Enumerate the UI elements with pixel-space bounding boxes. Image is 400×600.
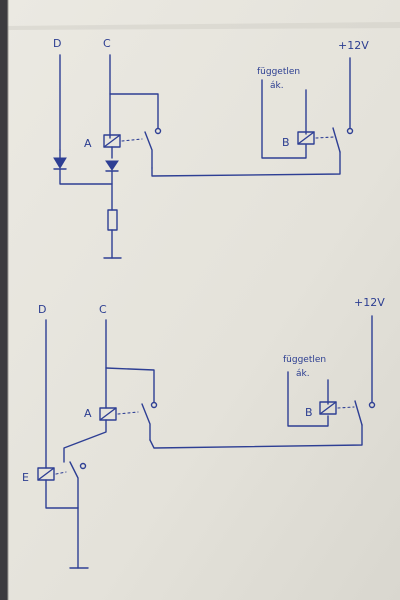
- bottom-wire-e-low: [45, 479, 79, 509]
- top-note-line2: ák.: [270, 81, 284, 91]
- top-supply-label: +12V: [338, 39, 369, 52]
- top-terminal-c-label: C: [103, 37, 111, 50]
- bottom-relay-b-link: [337, 406, 355, 409]
- bottom-relay-b-coil: [319, 401, 337, 415]
- bottom-wire-c-branch: [105, 367, 155, 403]
- bottom-note-line2: ák.: [296, 369, 310, 379]
- top-relay-b-link: [315, 136, 335, 139]
- bottom-terminal-d-label: D: [38, 303, 46, 316]
- top-relay-a-switch: [144, 131, 153, 169]
- bottom-relay-a-link: [117, 411, 139, 415]
- top-wire-switch-link: [151, 151, 341, 177]
- bottom-relay-e-switch: [69, 461, 79, 509]
- bottom-relay-b-loop-left: [287, 371, 329, 427]
- bottom-contact-a-terminal: [150, 401, 158, 409]
- top-resistor: [107, 209, 118, 231]
- top-relay-a-link: [121, 138, 143, 142]
- bottom-relay-e-label: E: [22, 471, 29, 484]
- top-diode-d: [53, 157, 67, 170]
- top-terminal-d-label: D: [53, 37, 61, 50]
- bottom-wire-a-to-e: [63, 419, 107, 463]
- top-circuit: D C +12V A B független ák.: [53, 37, 369, 259]
- bottom-relay-a-coil: [99, 407, 117, 421]
- bottom-relay-b-label: B: [305, 406, 313, 419]
- bottom-supply-label: +12V: [354, 296, 385, 309]
- top-relay-b-label: B: [282, 136, 290, 149]
- bottom-note-line1: független: [283, 355, 326, 365]
- top-note-line1: független: [257, 67, 300, 77]
- bottom-contact-b-terminal: [368, 401, 376, 409]
- top-relay-a-label: A: [84, 137, 92, 150]
- bottom-contact-e-terminal: [79, 462, 87, 470]
- bottom-relay-a-switch: [141, 403, 151, 441]
- bottom-relay-b-switch: [354, 400, 363, 426]
- bottom-terminal-c-label: C: [99, 303, 107, 316]
- top-wire-d-join: [59, 149, 113, 185]
- bottom-circuit: D C +12V A B E független ák.: [22, 296, 385, 569]
- top-relay-b-loop-left: [261, 79, 307, 159]
- top-diode-c: [105, 160, 119, 172]
- bottom-relay-a-label: A: [84, 407, 92, 420]
- top-contact-a-terminal: [154, 127, 162, 135]
- bottom-wire-switch-link: [149, 424, 363, 449]
- bottom-relay-e-link: [55, 471, 67, 475]
- top-wire-c-branch: [109, 93, 159, 129]
- top-relay-b-switch: [332, 127, 341, 153]
- top-contact-b-terminal: [346, 127, 354, 135]
- top-relay-b-coil: [297, 131, 315, 145]
